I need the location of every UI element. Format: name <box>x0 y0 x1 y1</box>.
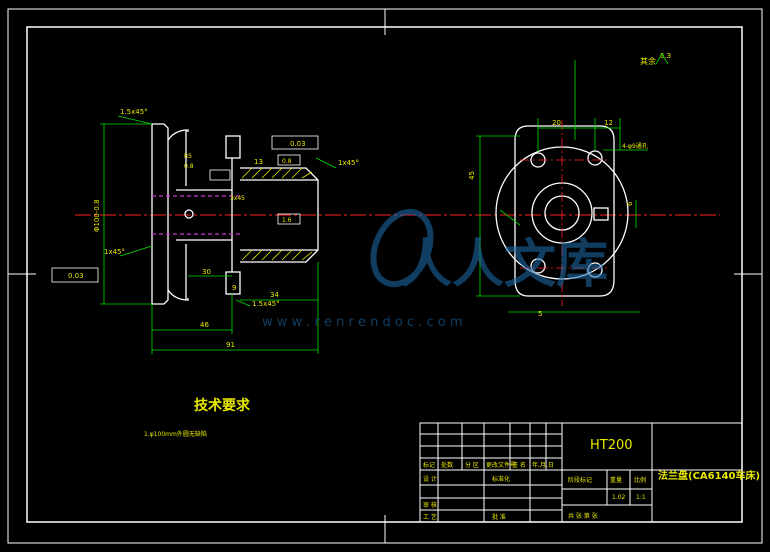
tol-b-value: 0.8 <box>282 158 292 165</box>
tb-mark: 标记 <box>423 461 435 469</box>
centering-marks <box>8 9 762 543</box>
tb-scale-val: 1:1 <box>636 494 646 501</box>
dim-chamfer-right: 1x45° <box>338 159 359 167</box>
tb-standard: 标准化 <box>492 475 510 483</box>
tol-c-value: 1.6 <box>282 217 292 224</box>
tb-date: 年.月.日 <box>532 461 554 469</box>
tb-scale: 比例 <box>634 476 646 484</box>
tb-stage: 阶段标记 <box>568 476 592 484</box>
watermark-url: w w w . r e n r e n d o c . c o m <box>262 315 463 330</box>
dim-right-6: 6 <box>626 201 634 206</box>
tb-signature: 签 名 <box>512 461 526 469</box>
tb-review: 审 核 <box>423 501 437 509</box>
dim-right-holes: 4-φ9通孔 <box>622 142 648 150</box>
tech-req-item: 1.φ100mm外圆无缺陷 <box>144 430 207 438</box>
surface-rest-value: 6.3 <box>660 52 671 60</box>
surface-rest-label: 其余 <box>640 56 656 66</box>
tb-count: 处数 <box>441 461 453 469</box>
tolerance-frames <box>51 135 319 283</box>
dim-length-34: 34 <box>270 291 279 299</box>
watermark: 人人文库 w w w . r e n r e n d o c . c o m <box>262 208 608 330</box>
tech-req-title: 技术要求 <box>194 397 251 414</box>
material-label: HT200 <box>590 438 633 453</box>
dim-length-91: 91 <box>226 341 235 349</box>
dim-diameter-100: Φ100-0.8 <box>93 199 101 232</box>
dim-chamfer-bottom: 1.5x45° <box>252 300 280 308</box>
tb-design: 设 计 <box>423 475 437 483</box>
dim-right-45: 45 <box>468 171 476 180</box>
tb-approve: 批 准 <box>492 513 506 521</box>
section-hatching <box>241 167 313 261</box>
outer-frame <box>7 8 763 544</box>
tb-sheets: 共 张 第 张 <box>568 512 598 520</box>
right-centerlines <box>520 120 610 306</box>
tol-left-value: 0.03 <box>68 272 84 280</box>
tol-flat-value: 0.03 <box>290 140 306 148</box>
title-block-labels: 标记 处数 分 区 更改文件号 签 名 年.月.日 设 计 标准化 审 核 工 … <box>423 461 646 521</box>
dim-right-20: 20 <box>552 119 561 127</box>
tb-weight: 重量 <box>610 476 622 484</box>
part-name-label: 法兰盘(CA6140车床) <box>658 469 760 482</box>
tol-e-value: 0.8 <box>184 163 194 170</box>
inner-frame <box>26 26 743 523</box>
dim-left-chamfer: 1x45° <box>104 248 125 256</box>
dim-length-46: 46 <box>200 321 209 329</box>
dim-length-9: 9 <box>232 284 236 292</box>
dim-right-12: 12 <box>604 119 613 127</box>
tb-weight-val: 1.02 <box>612 494 626 501</box>
title-block <box>419 422 743 523</box>
tb-zone: 分 区 <box>465 461 479 469</box>
dim-right-5: 5 <box>538 310 542 318</box>
dim-chamfer-top: 1.5x45° <box>120 108 148 116</box>
dim-length-13: 13 <box>254 158 263 166</box>
tol-d-value: R5 <box>184 153 192 160</box>
surface-roughness-icon <box>655 53 669 65</box>
left-dimensions <box>100 115 337 354</box>
watermark-text: 人人文库 <box>400 235 608 295</box>
dim-3x45: 3x45 <box>230 195 245 202</box>
dim-length-30: 30 <box>202 268 211 276</box>
tb-process: 工 艺 <box>423 513 437 521</box>
tb-change-doc: 更改文件号 <box>486 461 516 469</box>
right-dimensions <box>476 60 648 313</box>
